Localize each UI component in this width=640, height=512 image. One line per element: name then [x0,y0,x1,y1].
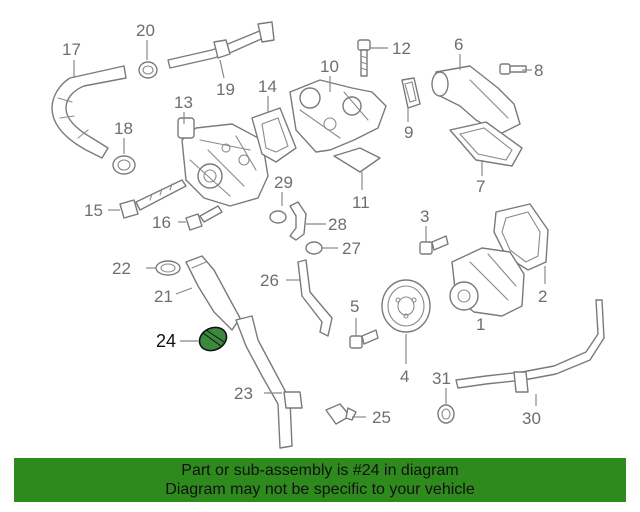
exploded-parts-diagram: 17 18 20 19 13 14 10 12 9 6 8 7 11 15 16… [51,21,605,449]
part-14-gasket [251,107,297,163]
callout-14: 14 [258,77,277,96]
callout-26: 26 [260,271,279,290]
callout-16: 16 [152,213,171,232]
callout-19: 19 [216,80,235,99]
part-9-gasket [401,77,421,109]
callout-2: 2 [538,287,547,306]
callout-17: 17 [62,40,81,59]
part-26-hose [297,259,333,337]
part-3-bolt [419,235,449,255]
part-8-bolt [499,63,527,75]
banner-line-2: Diagram may not be specific to your vehi… [165,481,475,498]
callout-20: 20 [136,21,155,40]
callout-25: 25 [372,408,391,427]
part-15-bolt [119,179,187,219]
part-7-gasket [449,121,523,167]
callout-7: 7 [476,177,485,196]
callout-18: 18 [114,119,133,138]
callout-31: 31 [432,369,451,388]
leader-lines [73,40,546,418]
part-27-clamp [305,241,323,255]
callout-21: 21 [154,287,173,306]
callout-3: 3 [420,207,429,226]
part-13-housing [177,117,269,207]
part-22-clamp [155,260,181,276]
part-19-pipe [167,21,275,69]
callout-5: 5 [350,297,359,316]
callout-labels: 17 18 20 19 13 14 10 12 9 6 8 7 11 15 16… [62,21,547,428]
callout-12: 12 [392,39,411,58]
callout-30: 30 [522,409,541,428]
part-5-bolt [349,329,379,349]
part-12-bolt [357,39,371,77]
part-10-thermostat-housing [289,79,387,153]
callout-24-highlighted: 24 [156,331,176,351]
part-21-hose [185,255,241,331]
part-31-oring [437,404,455,424]
callout-1: 1 [476,315,485,334]
part-11-gasket [333,147,381,173]
part-17-hose [51,65,127,159]
part-18-clamp [112,155,136,175]
callout-22: 22 [112,259,131,278]
callout-11: 11 [352,193,370,212]
part-28-hose [289,201,307,241]
callout-13: 13 [174,93,193,112]
banner-line-1: Part or sub-assembly is #24 in diagram [181,462,459,479]
part-25-sensor [325,403,357,425]
callout-29: 29 [274,173,293,192]
callout-10: 10 [320,57,339,76]
part-30-pipe [455,299,605,393]
callout-15: 15 [84,201,103,220]
callout-23: 23 [234,384,253,403]
part-20-clamp [138,61,158,79]
part-4-pulley [381,279,431,333]
part-16-bolt [185,205,223,231]
callout-27: 27 [342,239,361,258]
info-banner: Part or sub-assembly is #24 in diagram D… [14,458,626,502]
callout-4: 4 [400,367,409,386]
part-29-clamp [269,210,287,224]
part-23-pipe [235,315,303,449]
callout-8: 8 [534,61,543,80]
part-1-water-pump [449,247,525,317]
callout-9: 9 [404,123,413,142]
part-24-highlighted [198,326,228,352]
callout-28: 28 [328,215,347,234]
part-6-outlet [431,65,521,135]
callout-6: 6 [454,35,463,54]
